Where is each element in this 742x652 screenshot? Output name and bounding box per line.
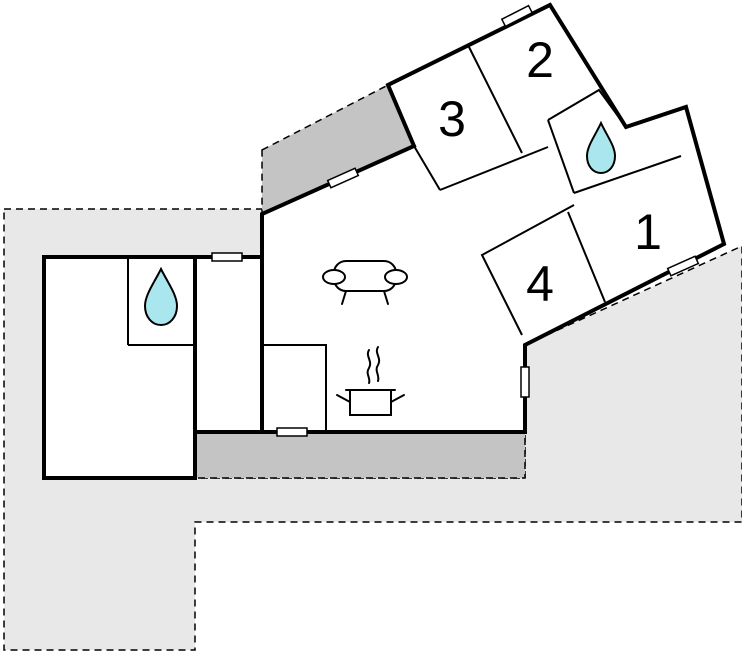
interior-fill	[44, 5, 724, 478]
window-icon	[276, 427, 308, 437]
room-number-2: 2	[526, 32, 554, 88]
window-icon	[520, 366, 530, 398]
window-icon	[500, 4, 534, 28]
room-number-4: 4	[526, 256, 554, 312]
water-drop-icon	[143, 266, 179, 327]
sofa-icon	[322, 260, 408, 305]
window-icon	[666, 255, 700, 277]
cooking-pot-icon	[336, 346, 405, 416]
covered-terrace-south	[194, 431, 526, 479]
room-number-1: 1	[634, 204, 662, 260]
windows	[211, 4, 700, 437]
water-drop-icon	[585, 120, 617, 175]
window-icon	[326, 167, 360, 189]
room-number-3: 3	[438, 91, 466, 147]
window-icon	[211, 252, 243, 262]
